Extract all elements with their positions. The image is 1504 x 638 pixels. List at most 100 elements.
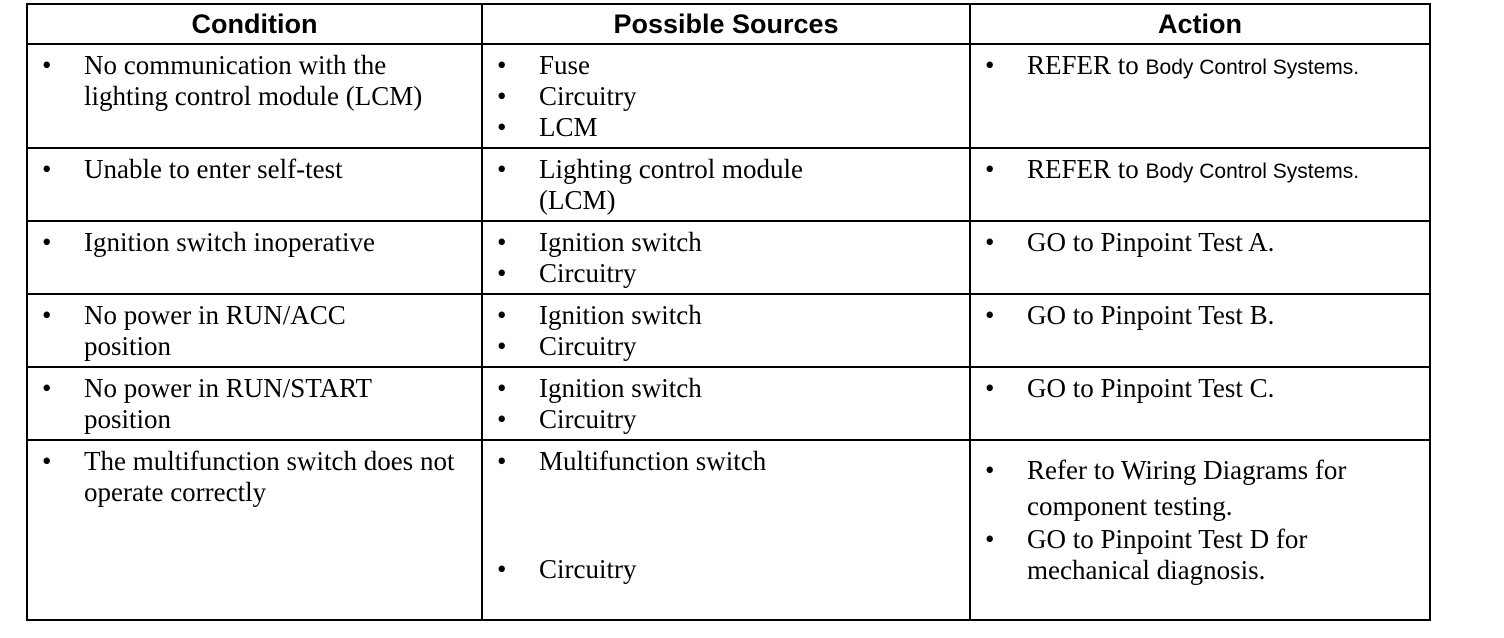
source-text: Ignition switch bbox=[539, 227, 702, 257]
action-cell: GO to Pinpoint Test C. bbox=[969, 366, 1431, 441]
bullet-icon bbox=[497, 446, 539, 477]
source-text: Circuitry bbox=[539, 331, 637, 361]
condition-cell: Ignition switch inoperative bbox=[26, 220, 483, 295]
list-item: No power in RUN/START position bbox=[42, 373, 481, 435]
condition-text: No power in RUN/ACC position bbox=[84, 300, 346, 361]
bullet-icon bbox=[985, 373, 1027, 404]
list-item: Circuitry bbox=[497, 331, 969, 362]
table-row: No power in RUN/ACC position Ignition sw… bbox=[26, 293, 1431, 368]
condition-text: Unable to enter self-test bbox=[84, 154, 343, 184]
bullet-icon bbox=[42, 373, 84, 435]
header-row: Condition Possible Sources Action bbox=[26, 3, 1431, 45]
source-text: Lighting control module (LCM) bbox=[539, 154, 803, 215]
table-row: No communication with the lighting contr… bbox=[26, 43, 1431, 149]
list-item: The multifunction switch does not operat… bbox=[42, 446, 481, 508]
list-item: GO to Pinpoint Test C. bbox=[985, 373, 1429, 404]
source-text: Circuitry bbox=[539, 258, 637, 288]
condition-text: Ignition switch inoperative bbox=[84, 227, 375, 257]
condition-text: No power in RUN/START position bbox=[84, 373, 372, 434]
reference-link: Body Control Systems. bbox=[1145, 56, 1360, 79]
list-item: Circuitry bbox=[497, 81, 969, 112]
list-item: REFER to Body Control Systems. bbox=[985, 154, 1429, 187]
source-text: LCM bbox=[539, 112, 598, 142]
source-text: Circuitry bbox=[539, 81, 637, 111]
list-item: Ignition switch bbox=[497, 227, 969, 258]
list-item: GO to Pinpoint Test D for mechanical dia… bbox=[985, 524, 1429, 586]
list-item: REFER to Body Control Systems. bbox=[985, 50, 1429, 83]
action-text: Refer to Wiring Diagrams for component t… bbox=[1027, 455, 1347, 521]
header-condition: Condition bbox=[26, 3, 483, 45]
source-text: Ignition switch bbox=[539, 300, 702, 330]
list-item: Circuitry bbox=[497, 554, 969, 585]
source-text: Circuitry bbox=[539, 554, 637, 584]
list-item: Ignition switch inoperative bbox=[42, 227, 481, 258]
condition-cell: No power in RUN/START position bbox=[26, 366, 483, 441]
table-row: The multifunction switch does not operat… bbox=[26, 439, 1431, 621]
action-text: GO to Pinpoint Test D for mechanical dia… bbox=[1027, 524, 1308, 585]
list-item: Ignition switch bbox=[497, 300, 969, 331]
bullet-icon bbox=[497, 331, 539, 362]
list-item: Unable to enter self-test bbox=[42, 154, 481, 185]
source-text: Ignition switch bbox=[539, 373, 702, 403]
sources-cell: Ignition switch Circuitry bbox=[481, 366, 971, 441]
condition-cell: Unable to enter self-test bbox=[26, 147, 483, 222]
source-text: Fuse bbox=[539, 50, 591, 80]
action-text: GO to Pinpoint Test A. bbox=[1027, 227, 1275, 257]
bullet-icon bbox=[42, 154, 84, 185]
condition-cell: No power in RUN/ACC position bbox=[26, 293, 483, 368]
bullet-icon bbox=[985, 50, 1027, 83]
list-item: Lighting control module (LCM) bbox=[497, 154, 969, 216]
list-item: GO to Pinpoint Test A. bbox=[985, 227, 1429, 258]
action-cell: Refer to Wiring Diagrams for component t… bbox=[969, 439, 1431, 621]
bullet-icon bbox=[497, 258, 539, 289]
bullet-icon bbox=[497, 300, 539, 331]
bullet-icon bbox=[497, 373, 539, 404]
list-item: Fuse bbox=[497, 50, 969, 81]
source-text: Circuitry bbox=[539, 404, 637, 434]
action-text: GO to Pinpoint Test B. bbox=[1027, 300, 1275, 330]
action-cell: GO to Pinpoint Test B. bbox=[969, 293, 1431, 368]
sources-cell: Ignition switch Circuitry bbox=[481, 293, 971, 368]
condition-cell: The multifunction switch does not operat… bbox=[26, 439, 483, 621]
list-item: Circuitry bbox=[497, 258, 969, 289]
bullet-icon bbox=[497, 81, 539, 112]
bullet-icon bbox=[985, 300, 1027, 331]
bullet-icon bbox=[497, 227, 539, 258]
action-text: REFER to Body Control Systems. bbox=[1027, 154, 1360, 184]
action-cell: REFER to Body Control Systems. bbox=[969, 147, 1431, 222]
list-item: Circuitry bbox=[497, 404, 969, 435]
bullet-icon bbox=[497, 154, 539, 216]
bullet-icon bbox=[497, 112, 539, 143]
header-action: Action bbox=[969, 3, 1431, 45]
action-cell: REFER to Body Control Systems. bbox=[969, 43, 1431, 149]
bullet-icon bbox=[985, 227, 1027, 258]
bullet-icon bbox=[42, 50, 84, 112]
condition-text: No communication with the lighting contr… bbox=[84, 50, 423, 111]
bullet-icon bbox=[985, 524, 1027, 586]
header-possible-sources: Possible Sources bbox=[481, 3, 971, 45]
condition-text: The multifunction switch does not operat… bbox=[84, 446, 455, 507]
reference-link: Body Control Systems. bbox=[1145, 160, 1360, 183]
bullet-icon bbox=[497, 50, 539, 81]
list-item: LCM bbox=[497, 112, 969, 143]
list-item: No power in RUN/ACC position bbox=[42, 300, 481, 362]
action-text: GO to Pinpoint Test C. bbox=[1027, 373, 1275, 403]
condition-cell: No communication with the lighting contr… bbox=[26, 43, 483, 149]
table-row: No power in RUN/START position Ignition … bbox=[26, 366, 1431, 441]
diagnosis-table: Condition Possible Sources Action No com… bbox=[26, 3, 1431, 621]
list-item: Multifunction switch bbox=[497, 446, 969, 477]
list-item: No communication with the lighting contr… bbox=[42, 50, 481, 112]
bullet-icon bbox=[497, 404, 539, 435]
bullet-icon bbox=[497, 554, 539, 585]
list-item: Ignition switch bbox=[497, 373, 969, 404]
sources-cell: Lighting control module (LCM) bbox=[481, 147, 971, 222]
action-cell: GO to Pinpoint Test A. bbox=[969, 220, 1431, 295]
list-item: Refer to Wiring Diagrams for component t… bbox=[985, 452, 1429, 524]
bullet-icon bbox=[42, 300, 84, 362]
table-row: Ignition switch inoperative Ignition swi… bbox=[26, 220, 1431, 295]
action-text: REFER to Body Control Systems. bbox=[1027, 50, 1360, 80]
table-row: Unable to enter self-test Lighting contr… bbox=[26, 147, 1431, 222]
source-text: Multifunction switch bbox=[539, 446, 767, 476]
bullet-icon bbox=[985, 452, 1027, 524]
sources-cell: Multifunction switch Circuitry bbox=[481, 439, 971, 621]
